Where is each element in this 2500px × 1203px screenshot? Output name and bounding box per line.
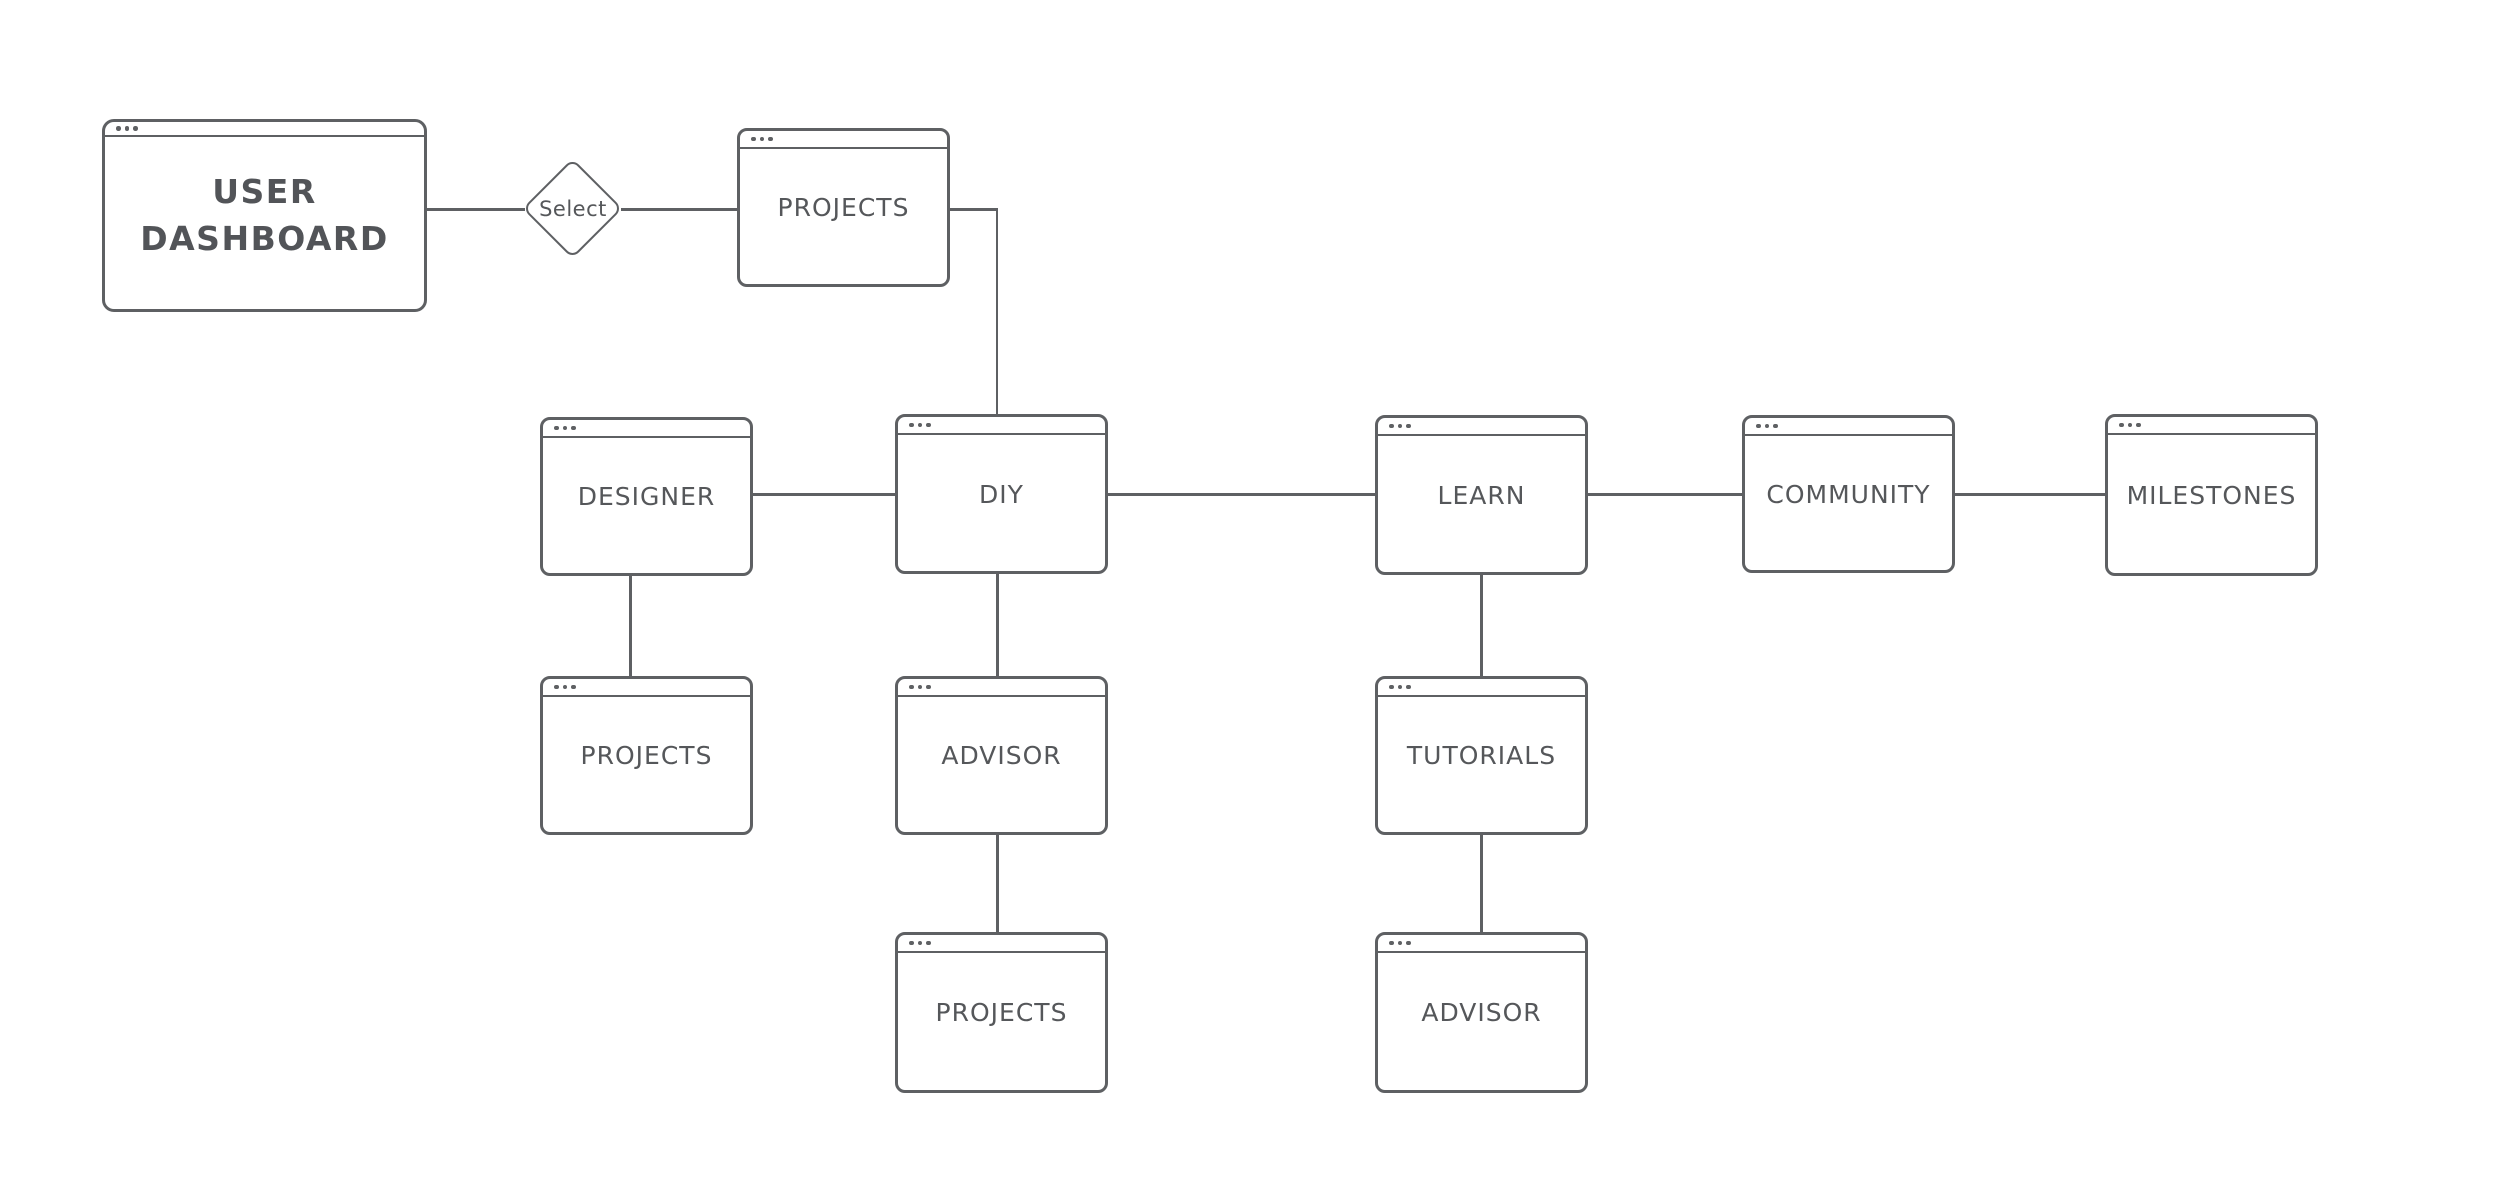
window-titlebar [898, 935, 1105, 953]
node-community[interactable]: COMMUNITY [1742, 415, 1955, 573]
connector-dashboard-select [427, 208, 525, 211]
node-designer[interactable]: DESIGNER [540, 417, 753, 576]
node-learn-tutorials-advisor[interactable]: ADVISOR [1375, 932, 1588, 1093]
window-titlebar [1745, 418, 1952, 436]
window-titlebar [898, 417, 1105, 435]
node-label: Select [539, 197, 607, 221]
window-dots-icon [909, 422, 931, 428]
window-titlebar [1378, 418, 1585, 436]
node-learn-tutorials[interactable]: TUTORIALS [1375, 676, 1588, 835]
node-diy-advisor[interactable]: ADVISOR [895, 676, 1108, 835]
window-dots-icon [2119, 422, 2141, 428]
connector-diy-advisor [996, 573, 999, 678]
connector-tutorials-advisor [1480, 833, 1483, 934]
window-titlebar [2108, 417, 2315, 435]
connector-advisor-projects [996, 833, 999, 934]
node-designer-projects[interactable]: PROJECTS [540, 676, 753, 835]
node-label: COMMUNITY [1766, 479, 1931, 509]
node-label: PROJECTS [935, 998, 1068, 1027]
window-dots-icon [1389, 684, 1411, 690]
window-titlebar [898, 679, 1105, 697]
connector-projects-diy-horizontal [948, 208, 998, 211]
window-dots-icon [1389, 940, 1411, 946]
window-dots-icon [554, 425, 576, 431]
window-dots-icon [1389, 423, 1411, 429]
window-dots-icon [909, 684, 931, 690]
node-learn[interactable]: LEARN [1375, 415, 1588, 575]
connector-community-milestones [1953, 493, 2107, 496]
node-label: ADVISOR [1421, 998, 1542, 1027]
connector-learn-community [1586, 493, 1744, 496]
node-label: TUTORIALS [1406, 741, 1557, 770]
window-dots-icon [554, 684, 576, 690]
node-diy[interactable]: DIY [895, 414, 1108, 574]
node-diy-advisor-projects[interactable]: PROJECTS [895, 932, 1108, 1093]
node-select-decision[interactable]: Select [522, 158, 623, 259]
window-titlebar [105, 122, 424, 137]
node-projects-top[interactable]: PROJECTS [737, 128, 950, 287]
node-label: USER DASHBOARD [140, 171, 389, 258]
connector-designer-projects [629, 573, 632, 678]
connector-diy-learn [1106, 493, 1377, 496]
node-label: DIY [979, 479, 1024, 509]
node-label: DESIGNER [577, 482, 716, 511]
node-label: PROJECTS [580, 741, 713, 770]
window-titlebar [543, 679, 750, 697]
window-titlebar [1378, 935, 1585, 953]
connector-designer-diy [751, 493, 897, 496]
node-user-dashboard[interactable]: USER DASHBOARD [102, 119, 427, 312]
node-milestones[interactable]: MILESTONES [2105, 414, 2318, 576]
connector-select-projects [621, 208, 739, 211]
node-label: PROJECTS [777, 193, 910, 222]
connector-learn-tutorials [1480, 573, 1483, 678]
window-titlebar [1378, 679, 1585, 697]
window-dots-icon [116, 126, 138, 131]
window-dots-icon [1756, 423, 1778, 429]
node-label: ADVISOR [941, 741, 1062, 770]
window-titlebar [543, 420, 750, 438]
window-dots-icon [751, 136, 773, 142]
node-label: MILESTONES [2126, 480, 2297, 510]
window-dots-icon [909, 940, 931, 946]
connector-projects-diy-vertical [995, 208, 998, 417]
window-titlebar [740, 131, 947, 149]
node-label: LEARN [1437, 480, 1526, 510]
